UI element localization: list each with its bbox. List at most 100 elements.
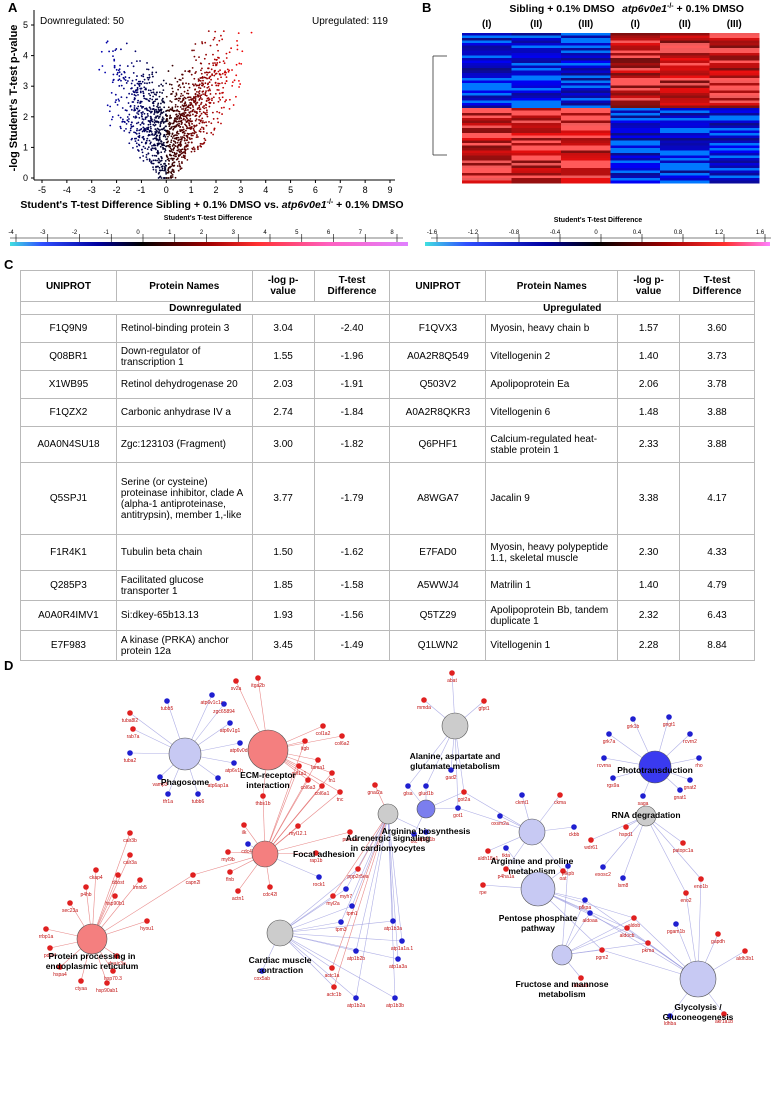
- gene-node: [338, 919, 344, 925]
- gene-label: cdc42: [241, 849, 255, 855]
- gene-label: p4ha1a: [498, 874, 515, 880]
- gene-label: aldh18a1: [478, 856, 499, 862]
- upregulated-count: Upregulated: 119: [312, 16, 388, 27]
- colorbar-tick-label: 3: [232, 230, 236, 236]
- gene-label: ilk: [242, 830, 247, 836]
- gene-label: glsa: [403, 791, 412, 797]
- gene-node: [630, 716, 636, 722]
- gene-node: [347, 829, 353, 835]
- gene-label: grk1b: [627, 724, 640, 730]
- colorbar-tick-label: 0: [594, 230, 598, 236]
- gene-label: hsp90ab1: [96, 988, 118, 994]
- pathway-node-phago: [168, 737, 202, 771]
- table-cell: 6.43: [679, 600, 755, 631]
- gene-node: [164, 698, 170, 704]
- gene-label: tubb5: [161, 706, 174, 712]
- gene-label: cox5ab: [254, 976, 270, 982]
- gene-label: calr3a: [123, 860, 137, 866]
- gene-label: col1a2: [316, 731, 331, 737]
- table-cell: Carbonic anhydrase IV a: [115, 398, 253, 427]
- gene-label: ckmt1: [515, 800, 529, 806]
- gene-node: [83, 884, 89, 890]
- table-cell: Tubulin beta chain: [115, 534, 253, 571]
- gene-node: [353, 948, 359, 954]
- gene-node: [255, 675, 261, 681]
- gene-node: [503, 866, 509, 872]
- table-cell: A0A0R4IMV1: [20, 600, 117, 631]
- gene-node: [640, 793, 646, 799]
- volcano-x-label: Student's T-test Difference Sibling + 0.…: [20, 199, 403, 211]
- gene-node: [601, 755, 607, 761]
- table-cell: 3.38: [617, 462, 681, 535]
- gene-node: [372, 782, 378, 788]
- gene-label: lsm8: [618, 883, 629, 889]
- gene-node: [606, 731, 612, 737]
- colorbar-tick-label: -0.4: [550, 230, 561, 236]
- colorbar-tick-label: 0.8: [674, 230, 683, 236]
- gene-node: [696, 755, 702, 761]
- gene-node: [631, 915, 637, 921]
- table-cell: 4.79: [679, 570, 755, 601]
- table-cell: Q6PHF1: [389, 426, 487, 463]
- table-cell: -1.62: [313, 534, 391, 571]
- gene-label: atp6v1h: [225, 768, 243, 774]
- heatmap-dendrogram: [432, 55, 447, 156]
- gene-label: dnajc3a: [108, 961, 126, 967]
- gene-label: tpm3: [335, 927, 346, 933]
- gene-label: atp1b2a: [347, 1003, 365, 1009]
- table-cell: F1Q9N9: [20, 314, 117, 343]
- col-header: UNIPROT: [20, 270, 117, 302]
- colorbar-tick-label: 1.6: [756, 230, 765, 236]
- table-cell: -1.84: [313, 398, 391, 427]
- table-cell: F1QZX2: [20, 398, 117, 427]
- gene-node: [329, 965, 335, 971]
- table-cell: Calcium-regulated heat-stable protein 1: [485, 426, 619, 463]
- table-cell: F1QVX3: [389, 314, 487, 343]
- gene-node: [423, 829, 429, 835]
- table-cell: A0A2R8QKR3: [389, 398, 487, 427]
- table-cell: Si:dkey-65b13.13: [115, 600, 253, 631]
- gene-node: [339, 733, 345, 739]
- gene-node: [721, 1011, 727, 1017]
- gene-label: atp1b3b: [386, 1003, 404, 1009]
- gene-label: atp2b1b: [417, 837, 435, 843]
- y-tick-label: 3: [23, 81, 28, 91]
- heatmap: Sibling + 0.1% DMSO atp6v0e1-/- + 0.1% D…: [432, 3, 760, 184]
- table-cell: -2.40: [313, 314, 391, 343]
- x-tick-label: 3: [238, 185, 243, 195]
- gene-node: [296, 763, 302, 769]
- x-tick-label: -2: [113, 185, 121, 195]
- pathway-node-argbio: [416, 799, 436, 819]
- pathway-node-er: [76, 923, 108, 955]
- table-cell: -1.79: [313, 462, 391, 535]
- gene-node: [673, 921, 679, 927]
- colorbar-tick-label: -0.8: [509, 230, 520, 236]
- gene-node: [680, 840, 686, 846]
- table-cell: 1.50: [251, 534, 315, 571]
- table-cell: Vitellogenin 1: [485, 630, 619, 661]
- gene-node: [127, 852, 133, 858]
- table-cell: Retinol-binding protein 3: [115, 314, 253, 343]
- gene-label: glud1b: [418, 791, 433, 797]
- gene-node: [599, 947, 605, 953]
- gene-label: oat: [560, 876, 568, 882]
- gene-label: cdc42l: [263, 892, 277, 898]
- table-cell: -1.82: [313, 426, 391, 463]
- gene-node: [557, 792, 563, 798]
- heatmap-column-label: (I): [631, 19, 640, 30]
- gene-label: aldoaa: [582, 918, 597, 924]
- table-cell: 3.00: [251, 426, 315, 463]
- gene-node: [620, 875, 626, 881]
- table-cell: 3.78: [679, 370, 755, 399]
- table-cell: Jacalin 9: [485, 462, 619, 535]
- panel-label-d: D: [4, 658, 14, 673]
- gene-node: [565, 863, 571, 869]
- gene-label: actn1: [232, 896, 244, 902]
- table-cell: Q1LWN2: [389, 630, 487, 661]
- gene-node: [157, 774, 163, 780]
- table-cell: Vitellogenin 2: [485, 342, 619, 371]
- gene-label: ckap4: [89, 875, 103, 881]
- gene-node: [260, 793, 266, 799]
